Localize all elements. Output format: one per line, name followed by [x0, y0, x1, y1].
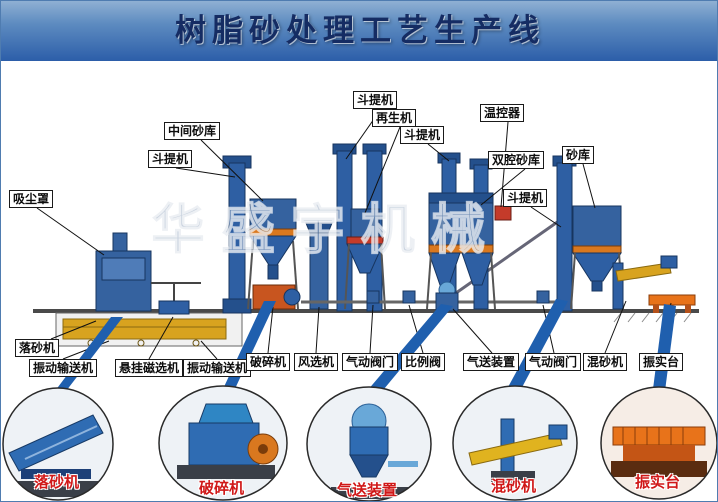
suspended-magnetic-separator	[151, 282, 201, 315]
compaction-table	[648, 294, 696, 313]
label-vibrating-conveyor-2: 振动输送机	[183, 359, 252, 377]
callout-label-compaction-table: 振实台	[635, 473, 681, 491]
regenerator	[344, 208, 386, 310]
crusher-unit	[252, 284, 301, 310]
label-sand-mixer: 混砂机	[583, 353, 628, 371]
label-pneumatic-conveying-device: 气送装置	[463, 353, 520, 371]
sand-storage	[570, 205, 624, 310]
label-bucket-elevator-3: 斗提机	[148, 150, 193, 168]
dust-hood	[95, 232, 152, 312]
label-proportional-valve: 比例阀	[401, 353, 446, 371]
callout-oval-mixer	[452, 385, 578, 501]
label-air-classifier: 风选机	[294, 353, 339, 371]
label-crusher: 破碎机	[246, 353, 291, 371]
callout-oval-compaction-table	[600, 386, 717, 500]
label-suspended-magnetic-separator: 悬挂磁选机	[115, 359, 184, 377]
label-vibrating-conveyor-1: 振动输送机	[29, 359, 98, 377]
label-regenerator: 再生机	[372, 109, 417, 127]
callout-oval-pneumatic-device	[306, 386, 432, 501]
callout-oval-shakeout	[2, 387, 114, 501]
callout-lines	[36, 108, 672, 360]
air-classifier	[305, 222, 333, 310]
label-double-chamber-sand-storage: 双腔砂库	[488, 151, 545, 169]
label-bucket-elevator-4: 斗提机	[503, 189, 548, 207]
callout-label-mixer: 混砂机	[491, 477, 537, 495]
label-temperature-controller: 温控器	[480, 104, 525, 122]
page-title: 树脂砂处理工艺生产线	[175, 13, 545, 49]
double-chamber-sand-storage	[426, 192, 496, 310]
callout-label-crusher: 破碎机	[199, 479, 245, 497]
label-sand-storage: 砂库	[562, 146, 595, 164]
label-intermediate-sand-storage: 中间砂库	[164, 122, 221, 140]
label-shakeout-machine: 落砂机	[15, 339, 60, 357]
intermediate-sand-storage	[247, 198, 299, 310]
callout-label-pneumatic-device: 气送装置	[337, 481, 398, 499]
label-compaction-table: 振实台	[639, 353, 684, 371]
sand-mixer	[612, 255, 678, 310]
title-bar: 树脂砂处理工艺生产线	[1, 1, 717, 63]
label-bucket-elevator-1: 斗提机	[353, 91, 398, 109]
label-bucket-elevator-2: 斗提机	[400, 126, 445, 144]
label-dust-hood: 吸尘罩	[9, 190, 54, 208]
callout-label-shakeout: 落砂机	[34, 473, 80, 491]
label-pneumatic-valve-1: 气动阀门	[342, 353, 399, 371]
label-pneumatic-valve-2: 气动阀门	[525, 353, 582, 371]
callout-oval-crusher	[158, 385, 288, 501]
watermark: 华盛宇机械	[150, 197, 501, 262]
bucket-elevator-1	[222, 155, 252, 314]
